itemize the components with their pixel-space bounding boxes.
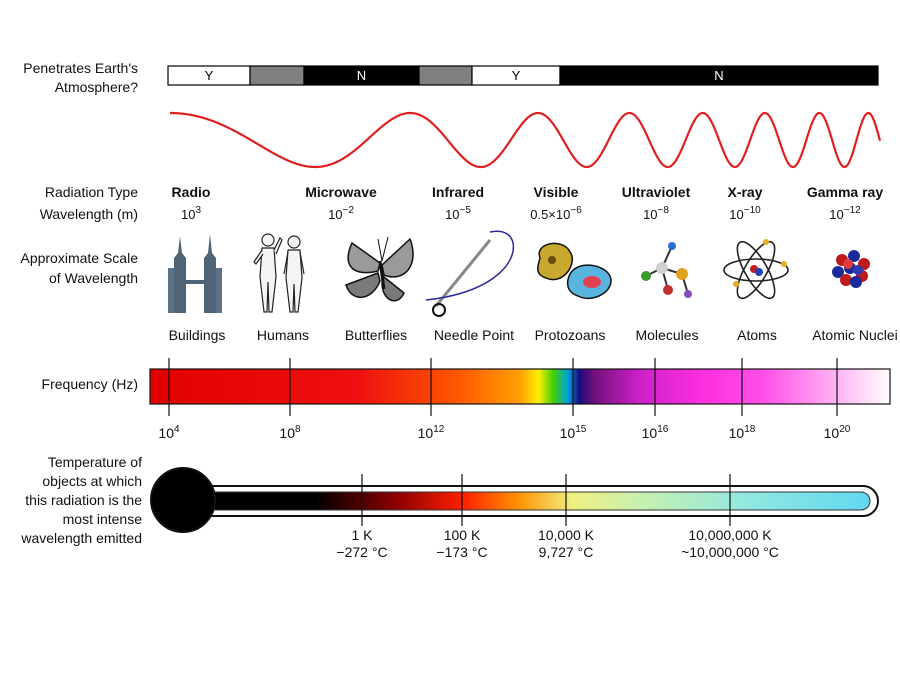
atmosphere-segment [418,65,473,86]
temperature-kelvin: 10,000,000 K [688,527,772,543]
atmosphere-segment-label: N [714,68,723,83]
wavelength-value: 10−10 [729,205,761,222]
scale-object-label: Buildings [169,327,226,343]
frequency-tick-label: 104 [158,424,180,441]
scale-object-label: Butterflies [345,327,407,343]
buildings-icon [168,234,222,313]
radiation-type-name: Visible [534,184,579,200]
scale-label-line2: of Wavelength [49,270,138,286]
scale-label-line1: Approximate Scale [20,250,138,266]
frequency-bar [149,368,891,405]
frequency-ticks: 104 108 1012 1015 1016 1018 1020 [158,358,851,441]
temp-label-line5: wavelength emitted [20,530,142,546]
atom-icon [723,239,789,300]
wavelength-value: 103 [181,205,201,222]
radiation-type-name: Ultraviolet [622,184,691,200]
needle-icon [425,230,514,317]
radiation-type-name: Radio [172,184,211,200]
atmosphere-segment-label: Y [512,68,521,83]
temperature-ticks: 1 K−272 °C 100 K−173 °C 10,000 K9,727 °C 10… [336,474,779,560]
molecule-icon [641,242,692,298]
temperature-celsius: −173 °C [436,544,487,560]
scale-object-label: Atomic Nuclei [812,327,898,343]
scale-object-label: Atoms [737,327,777,343]
temp-label-line3: this radiation is the [25,492,142,508]
protozoan-icon [537,242,612,299]
scale-object-label: Humans [257,327,309,343]
humans-icon [253,233,305,313]
temp-label-line4: most intense [63,511,143,527]
temp-label-line2: objects at which [42,473,142,489]
temperature-kelvin: 10,000 K [538,527,595,543]
butterfly-icon [345,236,414,302]
frequency-label: Frequency (Hz) [42,376,138,392]
atmosphere-segment [249,65,305,86]
scale-object-label: Molecules [635,327,698,343]
frequency-tick-label: 108 [279,424,301,441]
wavelength-label: Wavelength (m) [40,206,138,222]
radiation-types: Radio 103 Microwave 10−2 Infrared 10−5 Visible… [172,184,884,222]
thermometer-bulb [150,467,216,533]
temperature-celsius: 9,727 °C [539,544,594,560]
atmosphere-segment [559,65,879,86]
frequency-tick-label: 1020 [824,424,851,441]
radiation-type-name: Microwave [305,184,377,200]
wavelength-value: 10−5 [445,205,471,222]
atmosphere-label-line1: Penetrates Earth's [23,60,138,76]
radiation-type-name: Gamma ray [807,184,883,200]
scale-object-label: Needle Point [434,327,514,343]
wave-path [170,111,882,169]
temperature-kelvin: 100 K [444,527,481,543]
temperature-celsius: ~10,000,000 °C [681,544,779,560]
radiation-type-name: X-ray [727,184,762,200]
wavelength-value: 10−12 [829,205,861,222]
frequency-tick-label: 1018 [729,424,756,441]
nucleus-icon [832,250,870,288]
frequency-tick-label: 1015 [560,424,587,441]
radiation-type-name: Infrared [432,184,484,200]
wavelength-value: 10−8 [643,205,669,222]
radiation-type-label: Radiation Type [45,184,138,200]
frequency-tick-label: 1016 [642,424,669,441]
thermometer [150,467,879,533]
wavelength-value: 0.5×10−6 [530,205,582,222]
frequency-tick-label: 1012 [418,424,445,441]
scale-object-label: Protozoans [535,327,606,343]
atmosphere-segment-label: Y [205,68,214,83]
temperature-kelvin: 1 K [351,527,373,543]
scale-labels: Buildings Humans Butterflies Needle Point Pr… [169,327,898,343]
wavelength-value: 10−2 [328,205,354,222]
temperature-celsius: −272 °C [336,544,387,560]
atmosphere-segment-label: N [357,68,366,83]
atmosphere-label-line2: Atmosphere? [55,79,138,95]
temp-label-line1: Temperature of [48,454,142,470]
